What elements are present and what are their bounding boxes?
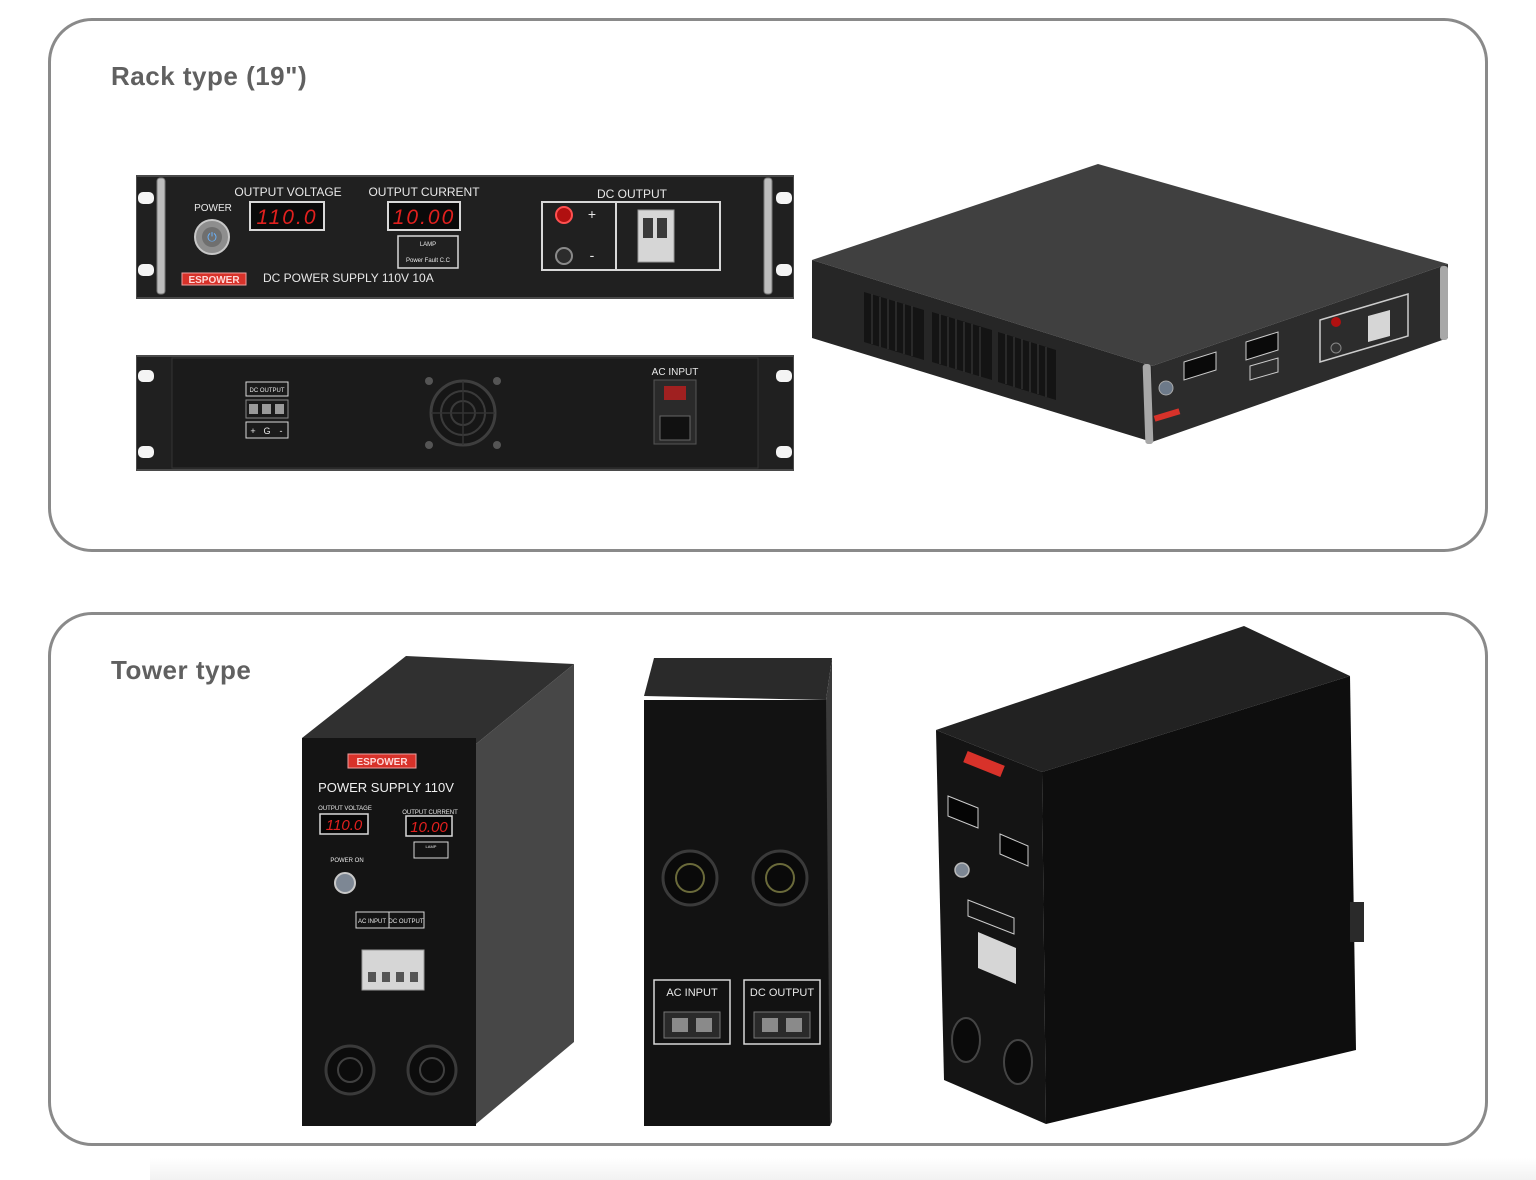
rack-rear-view: DC OUTPUT + G - AC INPUT [136,355,794,471]
tower-power-on-label: POWER ON [330,858,363,864]
svg-text:+: + [588,206,596,222]
tower-ac-input-label: AC INPUT [358,919,386,925]
tower-breaker[interactable] [361,949,425,991]
tower-voltage-label: OUTPUT VOLTAGE [318,806,372,812]
tower-iso-fan-icon [951,1017,1033,1085]
tower-rear-fan-icon [661,849,809,907]
tower-current-label: OUTPUT CURRENT [402,810,458,816]
espower-logo [347,753,417,769]
power-label: POWER [194,203,232,214]
negative-terminal[interactable] [555,247,573,265]
tower-isometric-view [936,626,1364,1124]
terminal-minus: - [280,426,283,436]
dc-output-label: DC OUTPUT [597,187,668,201]
rack-front-view: POWER ⏻ OUTPUT VOLTAGE 110.0 OUTPUT CURR… [136,175,794,299]
terminal-plus: + [250,426,255,436]
tower-power-button[interactable] [334,872,356,894]
lamp-label: LAMP [420,242,436,248]
output-voltage-label: OUTPUT VOLTAGE [234,185,341,199]
tower-dc-output-label: DC OUTPUT [389,919,424,925]
lamp-indicators-label: Power Fault C.C [406,258,451,264]
rear-dc-output-label: DC OUTPUT [750,987,814,999]
rear-dc-output-label: DC OUTPUT [250,388,285,394]
bottom-shade [150,1158,1536,1180]
current-display: 10.00 [393,206,456,229]
model-label: DC POWER SUPPLY 110V 10A [263,271,434,285]
voltage-display: 110.0 [257,206,318,229]
power-icon: ⏻ [207,230,217,244]
cooling-fan-icon [425,377,501,449]
rear-ac-input-label: AC INPUT [666,987,718,999]
tower-rear-view: AC INPUT DC OUTPUT [644,658,832,1126]
tower-front-fan-icon [324,1044,458,1096]
espower-logo [181,272,247,286]
tower-type-title: Tower type [111,655,252,685]
tower-lamp-label: LAMP [426,844,437,849]
output-current-label: OUTPUT CURRENT [368,185,480,199]
ac-input-label: AC INPUT [652,367,699,378]
tower-model-label: POWER SUPPLY 110V [318,780,454,795]
svg-text:-: - [590,247,595,263]
svg-text:ESPOWER: ESPOWER [356,757,408,768]
rack-type-title: Rack type (19") [111,61,308,91]
tower-current-display: 10.00 [410,819,448,836]
terminal-ground: G [263,426,270,436]
rack-isometric-view [812,164,1448,445]
tower-voltage-display: 110.0 [326,817,363,834]
tower-front-view: ESPOWER POWER SUPPLY 110V OUTPUT VOLTAGE… [302,656,574,1126]
svg-text:ESPOWER: ESPOWER [188,275,240,286]
positive-terminal[interactable] [555,206,573,224]
